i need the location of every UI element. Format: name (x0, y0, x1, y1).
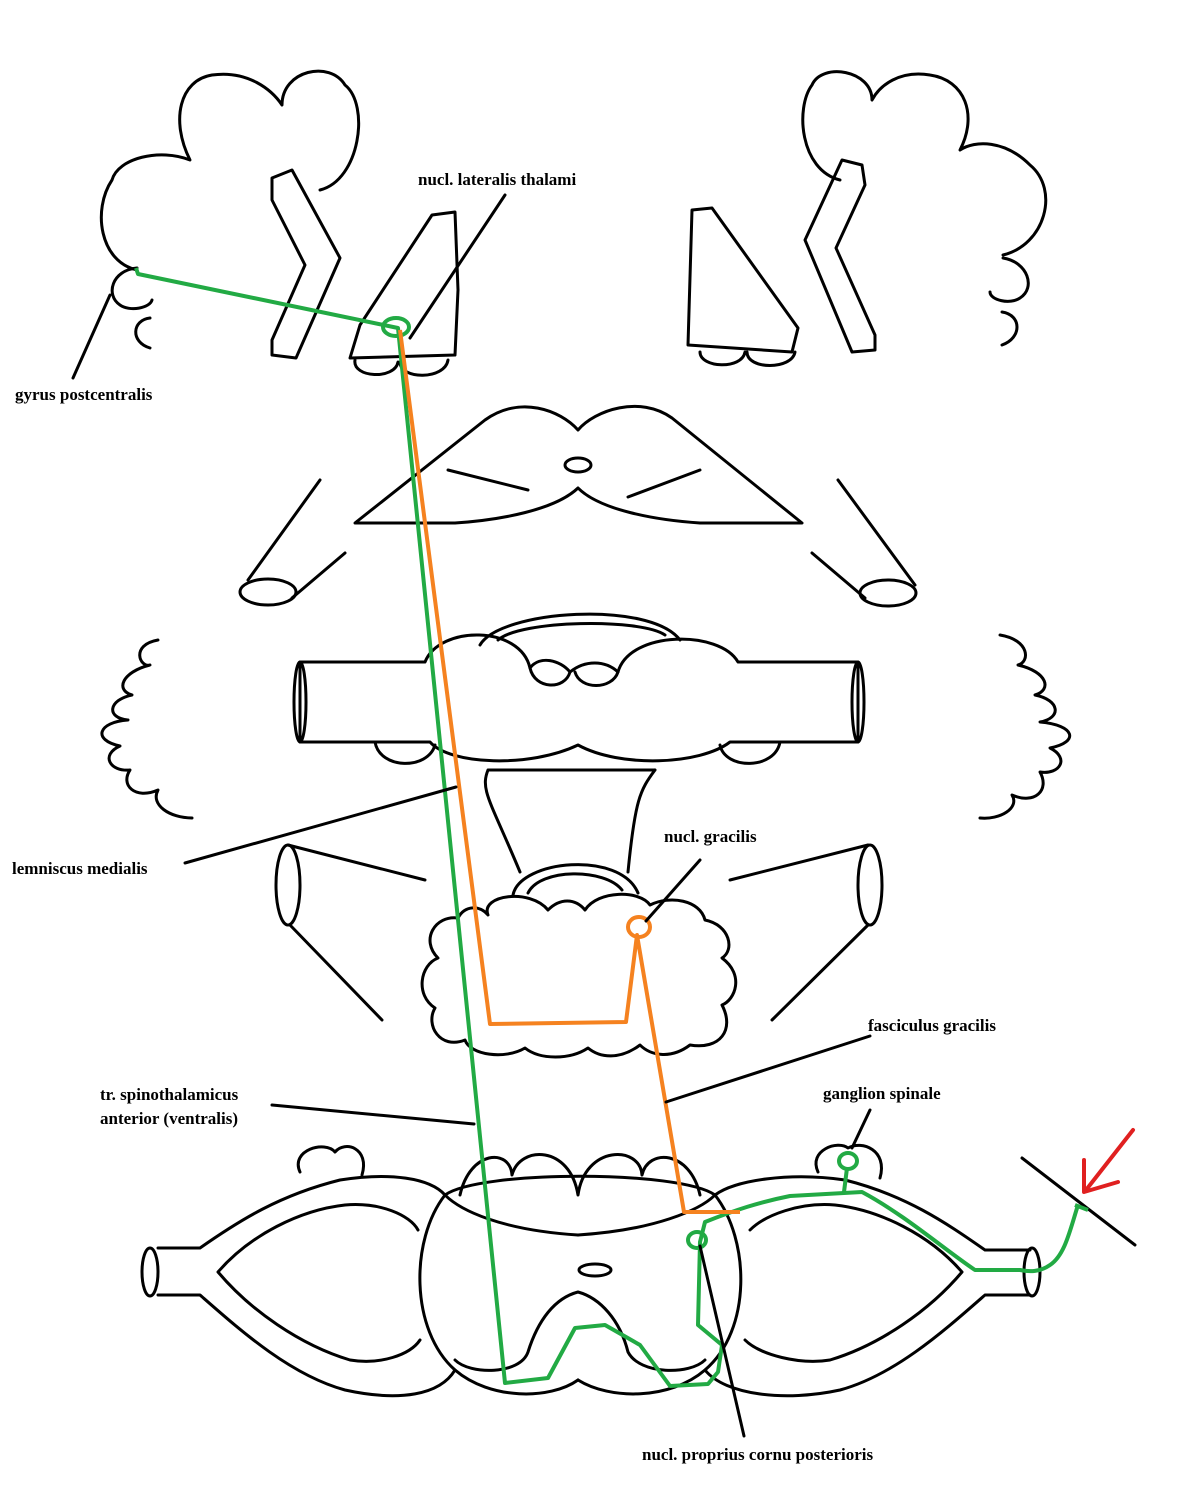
thalamus-relay-circle (381, 316, 411, 338)
label-tr-spinothalamicus-line1: tr. spinothalamicus (100, 1085, 239, 1104)
medulla-left-end (274, 843, 302, 927)
right-internal-capsule (803, 158, 877, 354)
midbrain-left-stroke (446, 468, 530, 492)
left-nerve-end (140, 1246, 160, 1298)
stimulus-arrow-shaft (1084, 1128, 1135, 1192)
ganglion-stem (842, 1167, 849, 1193)
spinal-ganglion-right (814, 1143, 883, 1180)
right-cerebellum-folia (978, 633, 1072, 820)
cerebral-hemispheres (99, 69, 1048, 377)
medulla (274, 768, 884, 1059)
labels: nucl. lateralis thalami gyrus postcentra… (12, 170, 996, 1464)
medulla-olive-outline (420, 892, 738, 1059)
label-tr-spinothalamicus-line2: anterior (ventralis) (100, 1109, 238, 1128)
midbrain-outline (353, 404, 804, 525)
left-nerve-inner (216, 1203, 422, 1363)
medulla-left-line-lower (288, 923, 384, 1022)
ganglion-spinale-circle (837, 1151, 859, 1171)
medulla-left-line-upper (286, 843, 427, 882)
right-thalamus (686, 206, 800, 354)
pons-left-end (292, 660, 308, 744)
stimulus-arrow-icon (1082, 1128, 1135, 1194)
dermatome-cut-line (1020, 1156, 1137, 1247)
left-cortex-outline (99, 69, 361, 272)
leader-nucl-proprius (698, 1244, 746, 1438)
midbrain (238, 404, 918, 608)
left-nerve-outer (156, 1175, 457, 1398)
label-nucl-proprius: nucl. proprius cornu posterioris (642, 1445, 873, 1464)
label-nucl-gracilis: nucl. gracilis (664, 827, 757, 846)
midbrain-right-stroke (626, 468, 702, 499)
spinal-cord-outer-circle (443, 1174, 717, 1197)
pons-lower-right-lobe (718, 740, 782, 765)
dorsal-root-bump-left (296, 1145, 366, 1177)
label-nucl-lateralis-thalami: nucl. lateralis thalami (418, 170, 576, 189)
left-cortex-small-gyrus (134, 316, 152, 350)
leader-lemniscus-medialis (183, 785, 458, 865)
leader-fasciculus-gracilis (664, 1034, 872, 1104)
left-internal-capsule (270, 168, 342, 360)
leader-nucl-gracilis (644, 858, 702, 923)
leader-gyrus-postcentralis (71, 293, 112, 380)
label-fasciculus-gracilis: fasciculus gracilis (868, 1016, 996, 1035)
left-thalamus (348, 210, 460, 360)
lemniscal-pathway (398, 329, 740, 1214)
stimulus-arrow-head (1082, 1158, 1120, 1194)
label-lemniscus-medialis: lemniscus medialis (12, 859, 148, 878)
left-cerebellum-folia (100, 638, 194, 820)
nucl-proprius-circle (686, 1230, 708, 1250)
right-nerve-inner (743, 1203, 964, 1363)
pons-inner-lobes (528, 666, 620, 687)
pons (100, 612, 1072, 820)
right-nerve-outer (703, 1175, 1032, 1398)
right-peduncle-line-upper (836, 478, 917, 587)
right-thalamus-lower-lobes (698, 350, 797, 367)
label-ganglion-spinale: ganglion spinale (823, 1084, 941, 1103)
cerebral-aqueduct (563, 456, 593, 474)
spinal-cord-right-half (576, 1193, 743, 1396)
pons-lower-left-lobe (373, 740, 437, 765)
left-peduncle-line-upper (246, 478, 322, 582)
label-gyrus-postcentralis: gyrus postcentralis (15, 385, 153, 404)
pons-upper-arc (478, 612, 682, 647)
right-peduncle-end (858, 578, 918, 608)
pons-right-end (850, 660, 866, 744)
medulla-right-line-upper (728, 843, 870, 882)
spinothalamic-pathway (134, 267, 1089, 1388)
spinothalamic-tract-line (134, 267, 1089, 1388)
grey-matter (453, 1290, 707, 1372)
pons-outline (298, 633, 860, 763)
right-peduncle-line-lower (810, 551, 867, 600)
right-cortex-lower-lobe (988, 256, 1030, 303)
right-cortex-outline (801, 70, 1048, 257)
leader-lines (71, 193, 872, 1438)
leader-tr-spinothalamicus (270, 1103, 476, 1126)
leader-nucl-lateralis-thalami (408, 193, 507, 340)
medulla-right-line-lower (770, 923, 870, 1022)
left-peduncle-end (238, 577, 298, 607)
central-canal (577, 1262, 613, 1278)
fourth-ventricle-arc (511, 863, 640, 897)
dorsal-columns-bumps (458, 1153, 702, 1197)
right-cortex-small-gyrus (1000, 310, 1019, 347)
left-cortex-lower-lobe (110, 266, 154, 311)
left-peduncle-line-lower (290, 551, 347, 600)
nucl-gracilis-circle (626, 915, 652, 939)
medulla-stalk (483, 768, 657, 874)
fasciculus-gracilis-line (398, 329, 740, 1214)
leader-ganglion-spinale (850, 1108, 872, 1150)
medulla-right-end (856, 843, 884, 927)
